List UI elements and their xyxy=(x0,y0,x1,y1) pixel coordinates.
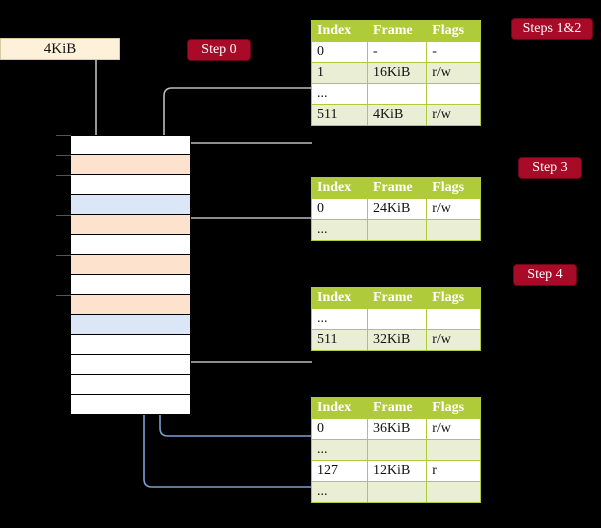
memory-frame-row xyxy=(70,135,191,155)
step-pill-step3: Step 3 xyxy=(519,158,581,178)
memory-frame-row xyxy=(70,315,191,335)
table-cell-frame: - xyxy=(366,41,428,63)
memory-tick xyxy=(56,135,71,136)
table-row: ... xyxy=(311,481,481,503)
memory-tick xyxy=(56,295,71,296)
memory-frame-row xyxy=(70,195,191,215)
table-cell-index: 0 xyxy=(311,418,368,440)
table-row: ... xyxy=(311,83,481,105)
step-pill-step4: Step 4 xyxy=(514,265,576,285)
memory-tick xyxy=(56,175,71,176)
source-frame-label: 4KiB xyxy=(43,40,77,57)
memory-frame-row xyxy=(70,155,191,175)
column-header-frame: Frame xyxy=(366,397,428,419)
table-row: 0-- xyxy=(311,41,481,63)
table-cell-flags xyxy=(426,308,481,330)
memory-frame-row xyxy=(70,395,191,415)
table-cell-frame xyxy=(366,308,428,330)
column-header-flags: Flags xyxy=(426,397,481,419)
step-pill-steps12-label: Steps 1&2 xyxy=(522,21,582,36)
table-cell-flags: r/w xyxy=(426,104,481,126)
column-header-frame: Frame xyxy=(366,287,428,309)
memory-frame-row xyxy=(70,275,191,295)
table-cell-flags: r/w xyxy=(426,418,481,440)
table-cell-frame xyxy=(366,439,428,461)
step-pill-step4-label: Step 4 xyxy=(527,267,563,282)
table-cell-flags: r/w xyxy=(426,329,481,351)
table-cell-flags: - xyxy=(426,41,481,63)
table-cell-flags: r/w xyxy=(426,62,481,84)
memory-frame-row xyxy=(70,215,191,235)
table-cell-index: ... xyxy=(311,439,368,461)
table-cell-flags: r/w xyxy=(426,198,481,220)
table-row: ... xyxy=(311,439,481,461)
memory-frame-row xyxy=(70,335,191,355)
column-header-index: Index xyxy=(311,397,368,419)
column-header-flags: Flags xyxy=(426,177,481,199)
memory-frame-row xyxy=(70,295,191,315)
table-cell-frame: 16KiB xyxy=(366,62,428,84)
step-pill-step3-label: Step 3 xyxy=(532,160,568,175)
column-header-index: Index xyxy=(311,177,368,199)
table-cell-frame xyxy=(366,219,428,241)
table-cell-flags xyxy=(426,439,481,461)
column-header-index: Index xyxy=(311,287,368,309)
table-cell-index: ... xyxy=(311,219,368,241)
table-cell-index: ... xyxy=(311,83,368,105)
memory-tick xyxy=(56,255,71,256)
table-cell-index: 511 xyxy=(311,104,368,126)
table-cell-frame: 36KiB xyxy=(366,418,428,440)
table-cell-frame xyxy=(366,481,428,503)
column-header-frame: Frame xyxy=(366,177,428,199)
table-cell-index: 511 xyxy=(311,329,368,351)
table-cell-index: 0 xyxy=(311,41,368,63)
step-pill-step0-label: Step 0 xyxy=(201,42,237,57)
table-cell-frame: 12KiB xyxy=(366,460,428,482)
memory-frame-row xyxy=(70,235,191,255)
source-frame-box: 4KiB xyxy=(0,38,120,60)
table-cell-frame xyxy=(366,83,428,105)
table-cell-frame: 24KiB xyxy=(366,198,428,220)
memory-frame-row xyxy=(70,355,191,375)
memory-tick xyxy=(56,155,71,156)
column-header-flags: Flags xyxy=(426,287,481,309)
step-pill-step0: Step 0 xyxy=(188,40,250,60)
table-cell-frame: 4KiB xyxy=(366,104,428,126)
physical-memory-column xyxy=(70,135,191,415)
table-row: ... xyxy=(311,219,481,241)
table-cell-index: 0 xyxy=(311,198,368,220)
table-cell-flags xyxy=(426,219,481,241)
memory-frame-row xyxy=(70,255,191,275)
column-header-index: Index xyxy=(311,20,368,42)
memory-tick xyxy=(56,215,71,216)
table-cell-index: ... xyxy=(311,308,368,330)
table-row: ... xyxy=(311,308,481,330)
table-cell-frame: 32KiB xyxy=(366,329,428,351)
column-header-frame: Frame xyxy=(366,20,428,42)
step-pill-steps12: Steps 1&2 xyxy=(512,19,592,39)
table-cell-index: 1 xyxy=(311,62,368,84)
table-cell-flags xyxy=(426,83,481,105)
table-cell-index: 127 xyxy=(311,460,368,482)
table-cell-flags: r xyxy=(426,460,481,482)
table-cell-index: ... xyxy=(311,481,368,503)
column-header-flags: Flags xyxy=(426,20,481,42)
memory-frame-row xyxy=(70,175,191,195)
table-cell-flags xyxy=(426,481,481,503)
memory-frame-row xyxy=(70,375,191,395)
